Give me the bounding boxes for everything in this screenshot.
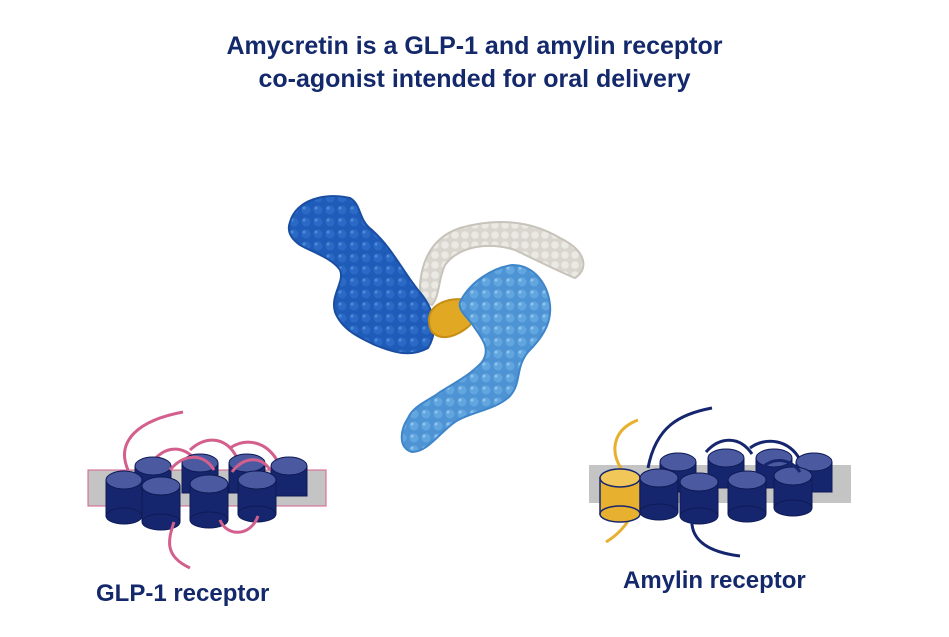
- glp1-receptor-icon: [87, 410, 327, 570]
- amycretin-molecule-surface-icon: [287, 195, 585, 454]
- glp1-loop-top: [123, 410, 280, 471]
- molecule-linker-segment: [418, 221, 585, 307]
- amylin-loop-front: [690, 459, 802, 558]
- amylin-loop-top: [646, 406, 802, 469]
- title-line-2: co-agonist intended for oral delivery: [258, 65, 691, 93]
- glp1-loop-front: [168, 455, 272, 570]
- title-line-1: Amycretin is a GLP-1 and amylin receptor: [226, 32, 723, 60]
- amylin-receptor-icon: [589, 406, 851, 558]
- molecule-dark-blue-segment: [287, 195, 435, 355]
- glp1-receptor-label: GLP-1 receptor: [96, 580, 270, 607]
- amylin-ramp-cylinder: [599, 468, 641, 523]
- amylin-receptor-label: Amylin receptor: [623, 567, 806, 594]
- molecule-light-blue-segment: [400, 263, 552, 454]
- page-title: Amycretin is a GLP-1 and amylin receptor…: [0, 30, 949, 96]
